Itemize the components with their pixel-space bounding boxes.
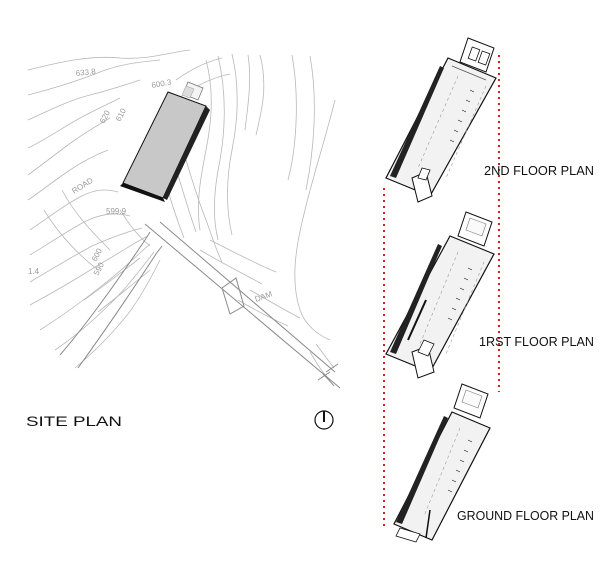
site-building [120, 81, 210, 202]
contour-label: 633.8 [75, 67, 96, 78]
site-plan-title: SITE PLAN [26, 413, 122, 429]
contour-label: 599.9 [106, 207, 127, 216]
contour-lines [27, 49, 336, 379]
contour-label: 590 [92, 260, 106, 276]
contour-label: 1.4 [28, 267, 40, 276]
alignment-lines [383, 55, 500, 530]
second-floor-plan [385, 37, 497, 203]
ground-floor-label: GROUND FLOOR PLAN [457, 508, 594, 523]
road-edges [59, 221, 341, 389]
north-arrow-icon [314, 410, 334, 430]
contour-label: ROAD [70, 176, 95, 196]
ground-floor-plan [393, 383, 491, 543]
contour-label: 610 [114, 106, 128, 122]
first-floor-plan [385, 211, 495, 379]
contour-label: 600 [90, 246, 104, 262]
second-floor-label: 2ND FLOOR PLAN [484, 163, 594, 178]
contour-label: 620 [98, 108, 112, 124]
contour-label: 600.3 [151, 78, 173, 90]
first-floor-label: 1RST FLOOR PLAN [479, 334, 594, 349]
site-plan: 633.8 600.3 620 610 ROAD 599.9 600 590 D… [26, 49, 341, 430]
